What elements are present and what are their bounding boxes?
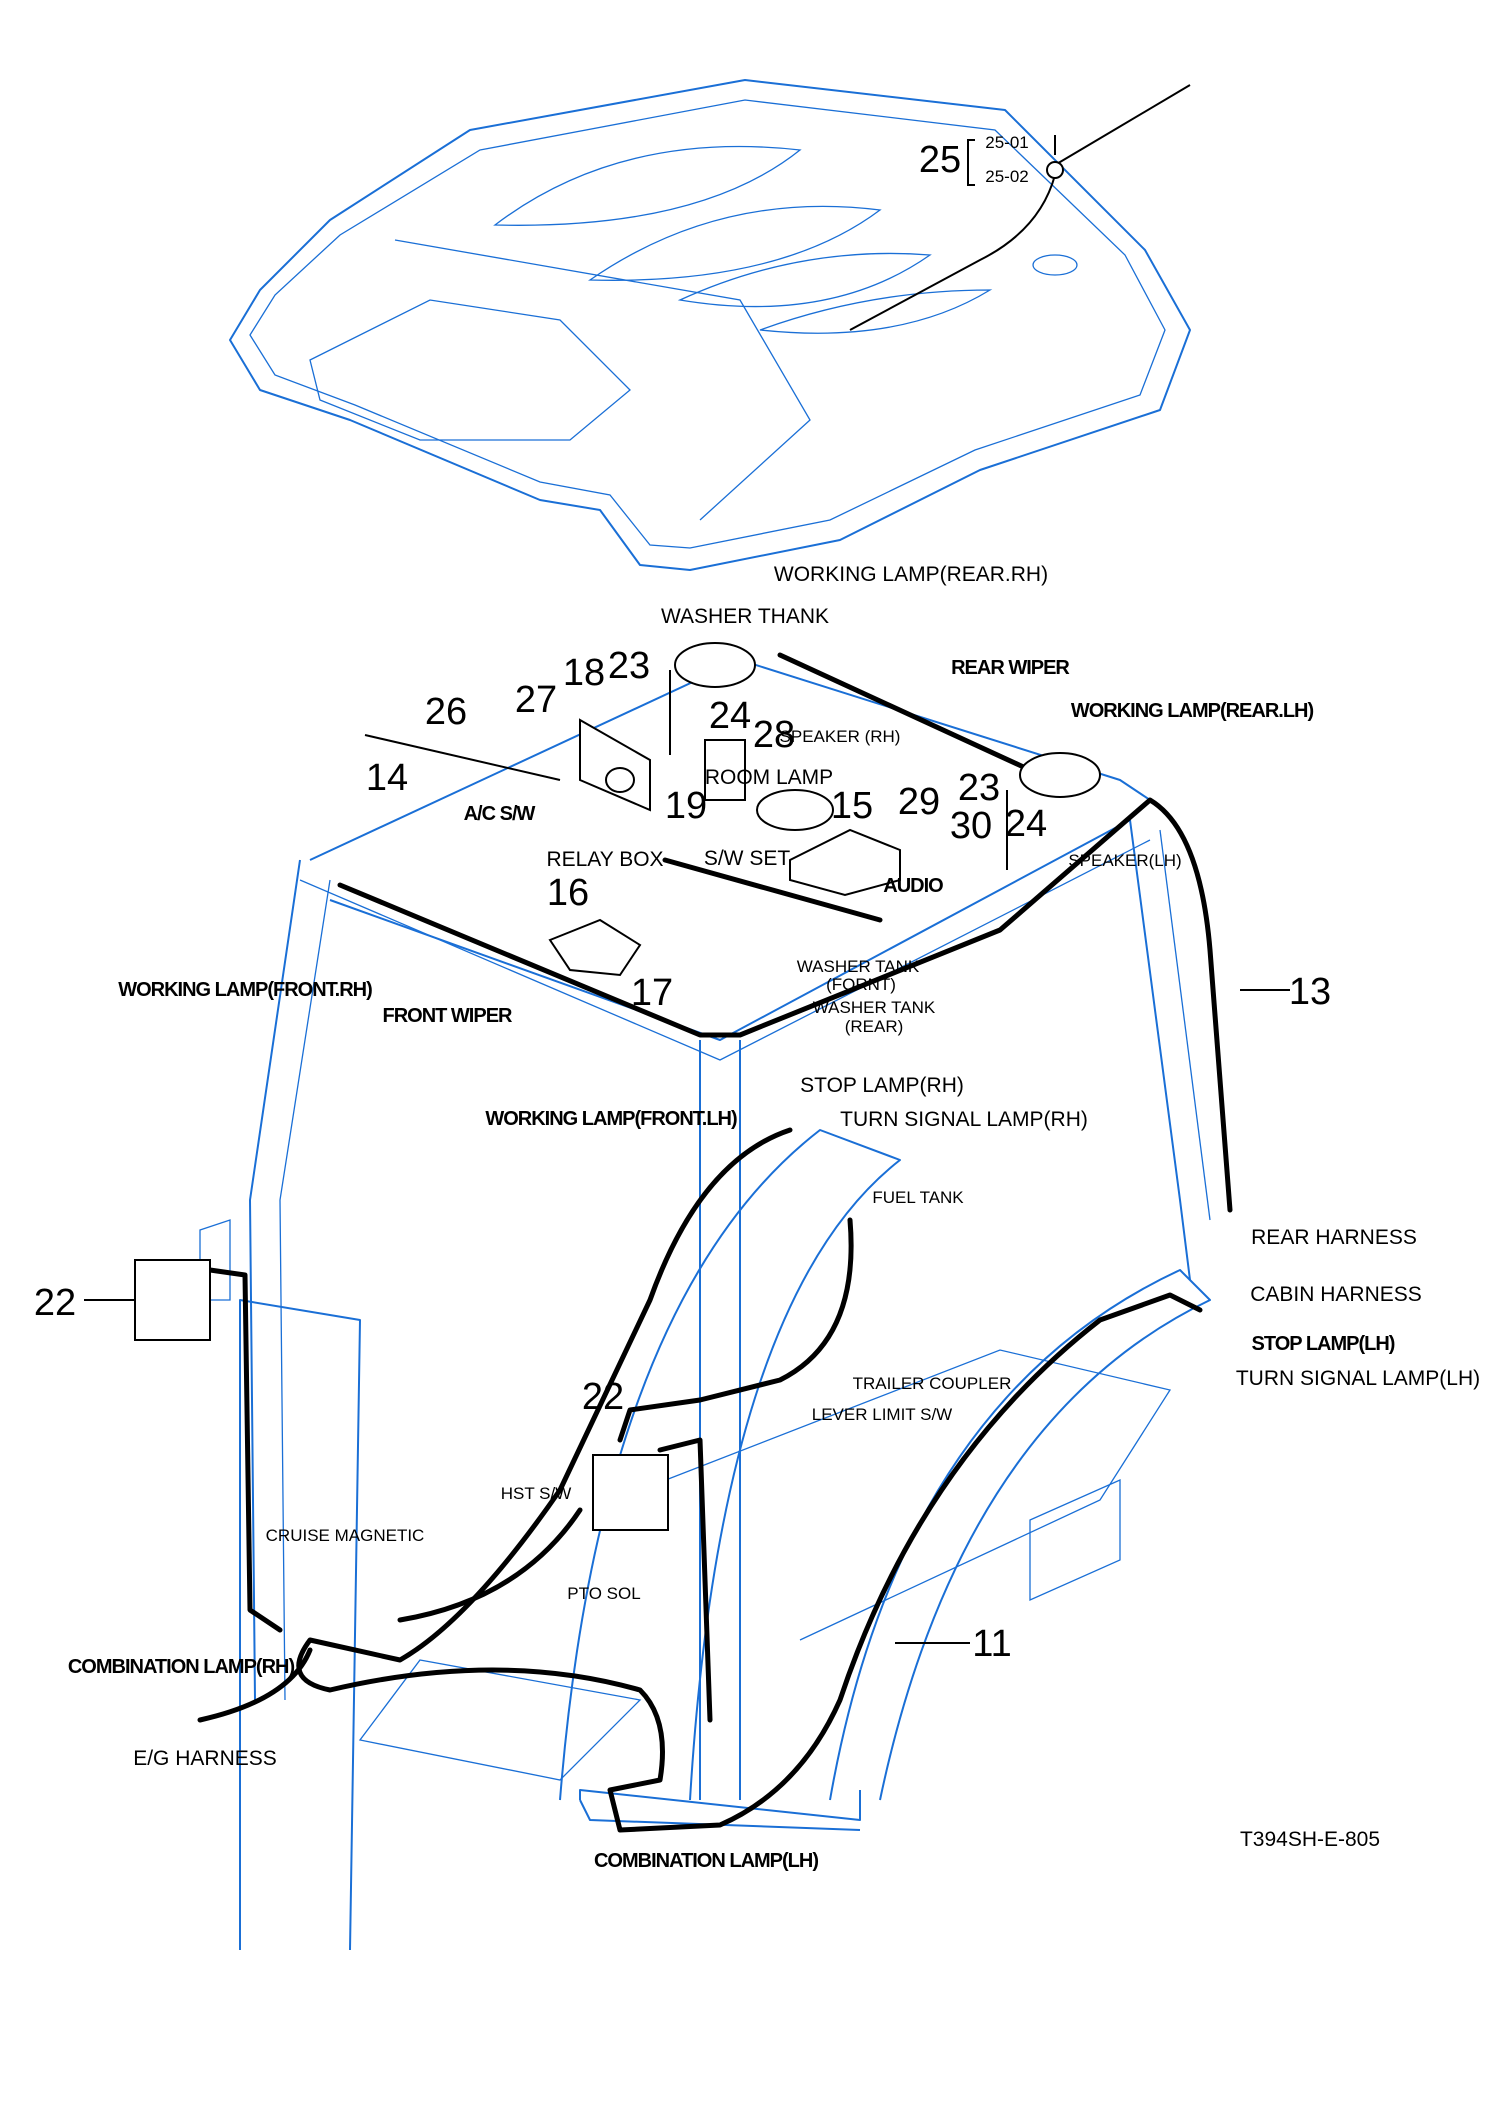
speaker-rh xyxy=(674,642,756,688)
speaker-lh xyxy=(1019,752,1101,798)
label-working-lamp-rear-lh: WORKING LAMP(REAR.LH) xyxy=(1071,700,1314,722)
label-pto-sol: PTO SOL xyxy=(567,1584,640,1603)
label-turn-signal-lamp-rh: TURN SIGNAL LAMP(RH) xyxy=(840,1108,1088,1131)
callout-19: 19 xyxy=(665,785,707,827)
label-lever-limit-sw: LEVER LIMIT S/W xyxy=(812,1405,952,1424)
callout-25-01: 25-01 xyxy=(985,133,1028,152)
label-cabin-harness: CABIN HARNESS xyxy=(1250,1283,1422,1306)
callout-17: 17 xyxy=(631,972,673,1014)
label-washer-tank-front: WASHER TANK xyxy=(797,957,920,976)
sw-set-lamp xyxy=(756,789,834,831)
label-combination-lamp-lh: COMBINATION LAMP(LH) xyxy=(594,1850,818,1872)
label-front-wiper: FRONT WIPER xyxy=(383,1005,514,1027)
callout-27: 27 xyxy=(515,679,557,721)
label-working-lamp-front-rh: WORKING LAMP(FRONT.RH) xyxy=(118,979,372,1001)
callout-25: 25 xyxy=(919,139,961,181)
callout-22-rh: 22 xyxy=(34,1282,76,1324)
callout-26: 26 xyxy=(425,691,467,733)
label-rear-wiper: REAR WIPER xyxy=(951,657,1070,679)
label-sw-set: S/W SET xyxy=(704,847,791,870)
label-cruise-magnetic: CRUISE MAGNETIC xyxy=(266,1526,425,1545)
callout-28: 28 xyxy=(753,714,795,756)
callout-30: 30 xyxy=(950,805,992,847)
audio-unit xyxy=(789,828,901,897)
callout-18: 18 xyxy=(563,652,605,694)
blower-motor xyxy=(605,767,635,793)
callout-14: 14 xyxy=(366,757,408,799)
working-lamp-front-rh xyxy=(134,1259,211,1341)
label-speaker-lh: SPEAKER(LH) xyxy=(1068,851,1181,870)
front-wiper-motor xyxy=(548,918,642,977)
label-stop-lamp-rh: STOP LAMP(RH) xyxy=(800,1074,964,1097)
drawing-code: T394SH-E-805 xyxy=(1240,1828,1380,1851)
callout-24: 24 xyxy=(709,695,751,737)
callout-23: 23 xyxy=(608,645,650,687)
label-stop-lamp-lh: STOP LAMP(LH) xyxy=(1252,1333,1395,1355)
working-lamp-front-lh xyxy=(592,1454,669,1531)
label-trailer-coupler: TRAILER COUPLER xyxy=(853,1374,1012,1393)
callout-11: 11 xyxy=(972,1623,1011,1665)
label-rear-harness: REAR HARNESS xyxy=(1251,1226,1417,1249)
callout-22-lh: 22 xyxy=(582,1376,624,1418)
label-working-lamp-rear-rh: WORKING LAMP(REAR.RH) xyxy=(774,563,1048,586)
room-lamp xyxy=(704,739,746,801)
label-washer-tank-rear-sub: (REAR) xyxy=(845,1017,904,1036)
callout-13: 13 xyxy=(1289,971,1331,1013)
callout-16: 16 xyxy=(547,872,589,914)
label-washer-tank-rear: WASHER TANK xyxy=(813,998,936,1017)
label-washer-tank-front-sub: (FORNT) xyxy=(826,975,896,994)
label-hst-sw: HST S/W xyxy=(501,1484,572,1503)
label-eg-harness: E/G HARNESS xyxy=(133,1747,277,1770)
callout-25-02: 25-02 xyxy=(985,167,1028,186)
label-fuel-tank: FUEL TANK xyxy=(872,1188,964,1207)
callout-29: 29 xyxy=(898,781,940,823)
antenna xyxy=(849,84,1191,331)
callout-24-lh: 24 xyxy=(1005,803,1047,845)
roof-antenna-front xyxy=(364,734,561,781)
label-room-lamp: ROOM LAMP xyxy=(705,766,833,789)
label-combination-lamp-rh: COMBINATION LAMP(RH) xyxy=(68,1656,295,1678)
label-speaker-rh: SPEAKER (RH) xyxy=(780,727,901,746)
label-relay-box: RELAY BOX xyxy=(546,848,663,871)
ac-switch xyxy=(579,718,651,812)
callout-23-lh: 23 xyxy=(958,767,1000,809)
wiring-harness xyxy=(197,652,1233,1833)
label-ac-sw: A/C S/W xyxy=(464,803,536,825)
label-working-lamp-front-lh: WORKING LAMP(FRONT.LH) xyxy=(485,1108,737,1130)
label-washer-thank: WASHER THANK xyxy=(661,605,829,628)
components xyxy=(84,642,1290,1644)
label-turn-signal-lamp-lh: TURN SIGNAL LAMP(LH) xyxy=(1236,1367,1480,1390)
callout-15: 15 xyxy=(831,785,873,827)
cabin-roof xyxy=(229,79,1191,571)
label-audio: AUDIO xyxy=(883,875,943,897)
